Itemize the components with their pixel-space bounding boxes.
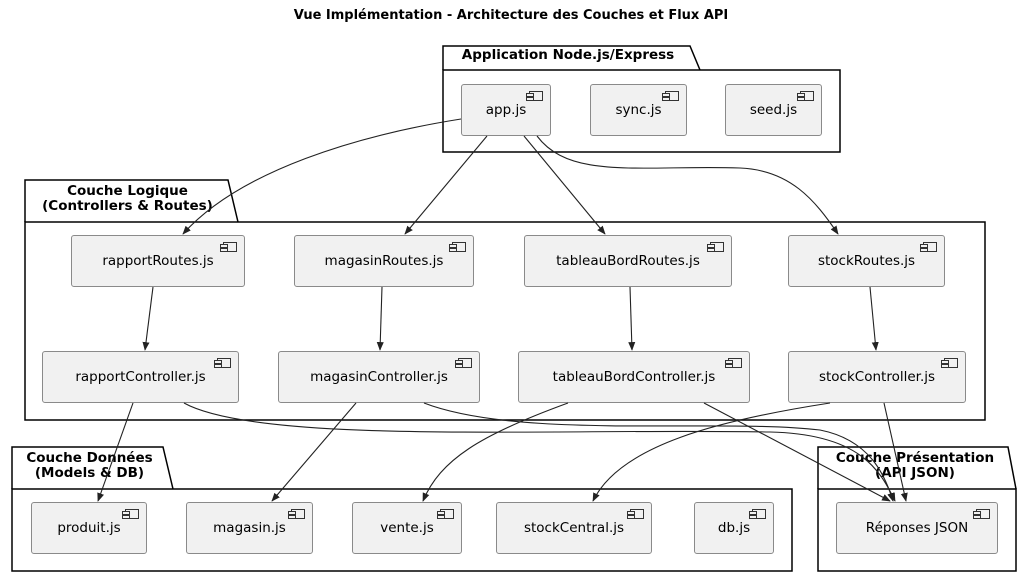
component-icon — [449, 242, 466, 252]
arrow-rapport-routes-to-controller — [142, 286, 154, 351]
arrow-stock-controller-to-reponses — [883, 402, 908, 502]
component-icon — [749, 509, 766, 519]
arrow-tableau-routes-to-controller — [628, 286, 636, 351]
arrow-magasin-controller-to-reponses — [423, 402, 895, 502]
component-label: seed.js — [749, 102, 798, 118]
diagram-title: Vue Implémentation - Architecture des Co… — [293, 8, 729, 23]
arrow-app-to-stock-routes — [536, 135, 839, 235]
component-app-js[interactable]: app.js — [461, 84, 551, 136]
component-label: tableauBordRoutes.js — [556, 253, 700, 269]
arrow-magasin-controller-to-magasin — [271, 402, 357, 502]
component-label: stockCentral.js — [523, 520, 625, 536]
component-reponses-json[interactable]: Réponses JSON — [836, 502, 998, 554]
arrow-stock-routes-to-controller — [869, 286, 879, 351]
component-icon — [455, 358, 472, 368]
component-stock-controller[interactable]: stockController.js — [788, 351, 966, 403]
component-icon — [437, 509, 454, 519]
package-presentation-label: Couche Présentation (API JSON) — [835, 450, 995, 481]
component-label: rapportController.js — [75, 369, 206, 385]
component-vente[interactable]: vente.js — [352, 502, 462, 554]
component-icon — [627, 509, 644, 519]
package-logic-label: Couche Logique (Controllers & Routes) — [42, 183, 213, 214]
component-icon — [707, 242, 724, 252]
component-tableau-bord-routes[interactable]: tableauBordRoutes.js — [524, 235, 732, 287]
component-label: produit.js — [57, 520, 121, 536]
arrow-tableau-controller-to-reponses — [703, 402, 891, 502]
component-icon — [725, 358, 742, 368]
component-db[interactable]: db.js — [694, 502, 774, 554]
component-magasin[interactable]: magasin.js — [186, 502, 313, 554]
component-icon — [122, 509, 139, 519]
component-sync-js[interactable]: sync.js — [590, 84, 687, 136]
package-app — [442, 45, 841, 153]
component-label: db.js — [717, 520, 751, 536]
component-label: magasinController.js — [310, 369, 448, 385]
arrow-magasin-routes-to-controller — [376, 286, 384, 351]
package-presentation — [817, 446, 1017, 572]
arrow-app-to-rapport-routes — [182, 118, 462, 235]
component-icon — [797, 91, 814, 101]
component-label: magasinRoutes.js — [324, 253, 444, 269]
component-tableau-bord-controller[interactable]: tableauBordController.js — [518, 351, 750, 403]
component-rapport-controller[interactable]: rapportController.js — [42, 351, 239, 403]
component-label: vente.js — [380, 520, 434, 536]
component-seed-js[interactable]: seed.js — [725, 84, 822, 136]
component-magasin-routes[interactable]: magasinRoutes.js — [294, 235, 474, 287]
component-icon — [526, 91, 543, 101]
component-label: stockController.js — [818, 369, 936, 385]
component-icon — [973, 509, 990, 519]
component-icon — [662, 91, 679, 101]
arrow-app-to-magasin-routes — [404, 135, 488, 235]
package-data — [11, 446, 793, 572]
arrow-rapport-controller-to-produit — [97, 402, 134, 502]
component-icon — [220, 242, 237, 252]
component-icon — [920, 242, 937, 252]
component-label: tableauBordController.js — [552, 369, 716, 385]
component-label: magasin.js — [213, 520, 286, 536]
component-icon — [214, 358, 231, 368]
component-label: stockRoutes.js — [817, 253, 916, 269]
component-label: rapportRoutes.js — [102, 253, 214, 269]
component-label: Réponses JSON — [865, 520, 969, 536]
component-rapport-routes[interactable]: rapportRoutes.js — [71, 235, 245, 287]
component-icon — [941, 358, 958, 368]
component-stock-routes[interactable]: stockRoutes.js — [788, 235, 945, 287]
component-label: app.js — [485, 102, 527, 118]
arrow-tableau-controller-to-vente — [422, 402, 569, 502]
component-icon — [288, 509, 305, 519]
package-app-label: Application Node.js/Express — [461, 47, 675, 63]
component-label: sync.js — [615, 102, 662, 118]
arrow-rapport-controller-to-reponses — [183, 402, 896, 502]
package-data-label: Couche Données (Models & DB) — [26, 450, 153, 481]
component-produit[interactable]: produit.js — [31, 502, 147, 554]
component-stock-central[interactable]: stockCentral.js — [496, 502, 652, 554]
component-magasin-controller[interactable]: magasinController.js — [278, 351, 480, 403]
arrow-stock-controller-to-stockcentral — [592, 402, 831, 502]
arrow-app-to-tableau-routes — [523, 135, 606, 235]
